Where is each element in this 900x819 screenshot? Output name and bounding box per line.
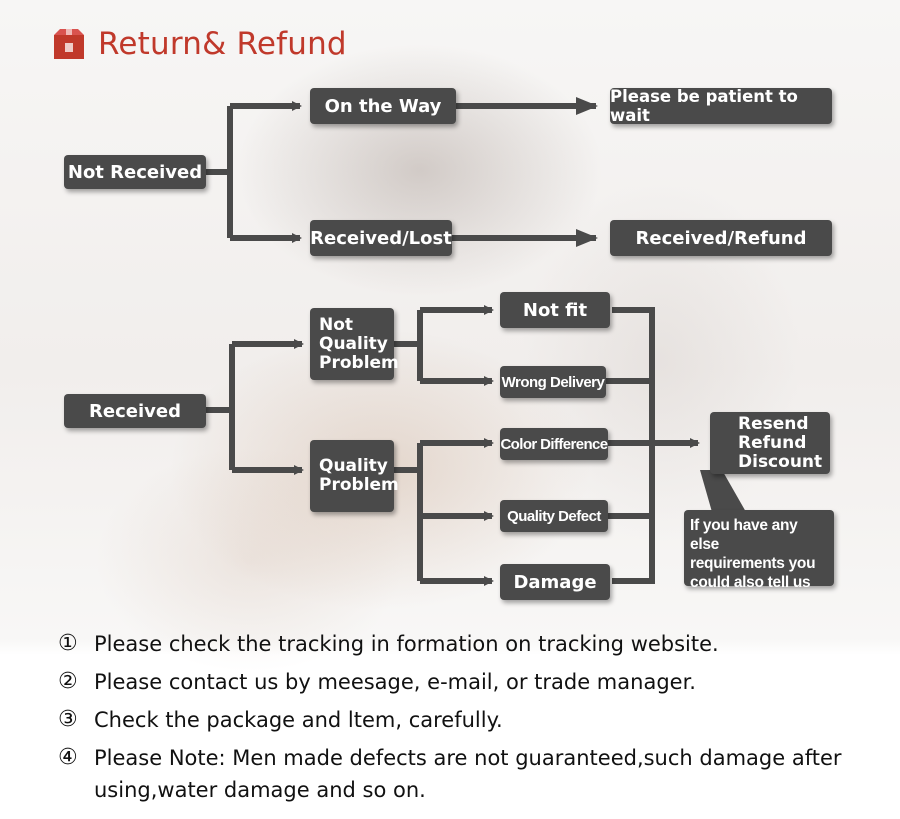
tip-number: ④ [58,745,78,770]
page-header: Return& Refund [52,24,347,64]
quality-defect-box: Quality Defect [500,500,608,532]
connector-not-quality [394,310,423,381]
tip-number: ③ [58,707,78,732]
wrong-delivery-box: Wrong Delivery [500,366,606,398]
connector-not-received [206,106,233,238]
tip-text: Please check the tracking in formation o… [94,632,719,656]
connector-quality [394,443,423,581]
not-quality-line-2: Quality [319,333,388,354]
received-refund-box: Received/Refund [610,220,832,256]
note-line-2: requirements you [690,555,816,572]
received-box: Received [64,394,206,428]
note-bubble-tail [700,470,746,512]
not-quality-line-1: Not [319,314,354,335]
tip-text: Please Note: Men made defects are not gu… [94,746,842,802]
quality-problem-box: Quality Problem [310,440,399,512]
note-bubble: If you have any else requirements you co… [684,510,834,591]
on-the-way-box: On the Way [310,88,456,124]
not-quality-problem-box: Not Quality Problem [310,308,399,380]
result-line-1: Resend [738,413,809,434]
tip-number: ① [58,631,78,656]
tip-number: ② [58,669,78,694]
tip-item: ④ Please Note: Men made defects are not … [58,742,878,806]
not-quality-line-3: Problem [319,352,399,373]
patient-wait-box: Please be patient to wait [610,87,832,125]
connector-received [206,344,235,470]
note-line-1: If you have any else [690,517,798,553]
result-line-3: Discount [738,451,823,472]
flow-connectors [206,97,746,586]
not-received-box: Not Received [64,155,206,189]
tip-text: Please contact us by meesage, e-mail, or… [94,670,696,694]
tip-item: ① Please check the tracking in formation… [58,628,878,660]
result-line-2: Refund [738,432,807,453]
tip-item: ② Please contact us by meesage, e-mail, … [58,666,878,698]
page-title: Return& Refund [98,26,347,62]
quality-line-1: Quality [319,456,388,476]
color-difference-box: Color Difference [500,428,608,460]
package-icon [54,29,84,59]
received-lost-box: Received/Lost [310,220,452,256]
damage-box: Damage [500,564,610,600]
tip-item: ③ Check the package and ltem, carefully. [58,704,878,736]
tips-list: ① Please check the tracking in formation… [58,628,878,812]
tip-text: Check the package and ltem, carefully. [94,708,503,732]
note-line-3: could also tell us [690,574,811,591]
quality-line-2: Problem [319,475,399,495]
collector-line [606,307,655,584]
not-fit-box: Not fit [500,292,610,328]
resend-refund-discount-box: Resend Refund Discount [710,412,830,474]
